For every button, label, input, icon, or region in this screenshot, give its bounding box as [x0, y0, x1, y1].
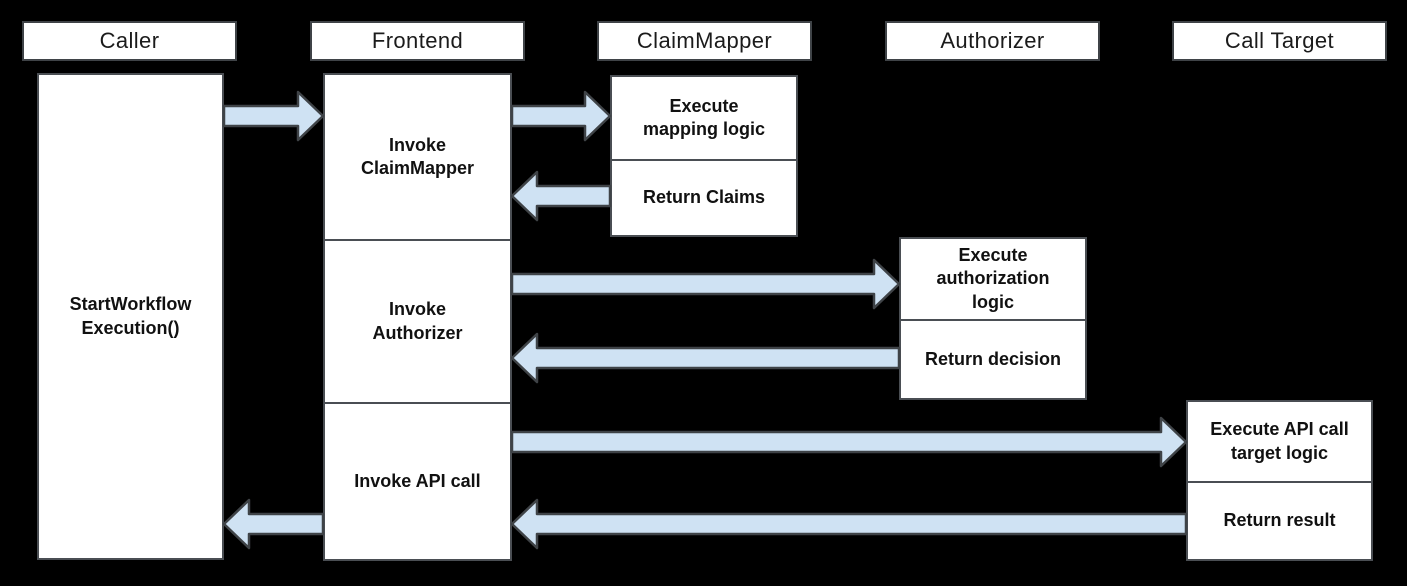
arrow-frontend-to-authorizer [510, 258, 901, 310]
step-invoke-api-call: Invoke API call [325, 402, 510, 559]
step-label: Return decision [924, 348, 1062, 369]
step-label: Execute API call target logic [1210, 419, 1349, 463]
lane-header-caller: Caller [22, 21, 237, 61]
step-label: StartWorkflow Execution() [69, 294, 192, 338]
activation-claimmapper: Execute mapping logic Return Claims [610, 75, 798, 237]
arrow-calltarget-return-to-frontend [510, 498, 1188, 550]
step-label: Execute mapping logic [642, 95, 765, 139]
lane-header-calltarget: Call Target [1172, 21, 1387, 61]
step-label: Invoke Authorizer [372, 299, 463, 343]
activation-frontend: Invoke ClaimMapper Invoke Authorizer Inv… [323, 73, 512, 561]
step-return-result: Return result [1188, 481, 1371, 559]
arrow-frontend-to-calltarget [510, 416, 1188, 468]
step-label: Invoke API call [354, 470, 481, 491]
step-return-decision: Return decision [901, 319, 1085, 398]
step-execute-mapping-logic: Execute mapping logic [612, 77, 796, 159]
step-startworkflowexecution: StartWorkflow Execution() [39, 75, 222, 558]
step-execute-authorization-logic: Execute authorization logic [901, 239, 1085, 319]
step-label: Execute authorization logic [936, 244, 1050, 312]
step-label: Return result [1223, 510, 1336, 531]
lane-header-authorizer: Authorizer [885, 21, 1100, 61]
lane-header-claimmapper: ClaimMapper [597, 21, 812, 61]
step-label: Return Claims [642, 187, 766, 208]
arrow-claimmapper-return-to-frontend [510, 170, 612, 222]
step-invoke-claimmapper: Invoke ClaimMapper [325, 75, 510, 239]
step-execute-api-call-target-logic: Execute API call target logic [1188, 402, 1371, 481]
arrow-frontend-to-claimmapper [510, 90, 612, 142]
arrow-caller-to-frontend [222, 90, 325, 142]
activation-caller: StartWorkflow Execution() [37, 73, 224, 560]
step-return-claims: Return Claims [612, 159, 796, 235]
lane-header-frontend: Frontend [310, 21, 525, 61]
step-invoke-authorizer: Invoke Authorizer [325, 239, 510, 402]
activation-calltarget: Execute API call target logic Return res… [1186, 400, 1373, 561]
arrow-frontend-return-to-caller [222, 498, 325, 550]
activation-authorizer: Execute authorization logic Return decis… [899, 237, 1087, 400]
step-label: Invoke ClaimMapper [360, 134, 475, 178]
arrow-authorizer-return-to-frontend [510, 332, 901, 384]
